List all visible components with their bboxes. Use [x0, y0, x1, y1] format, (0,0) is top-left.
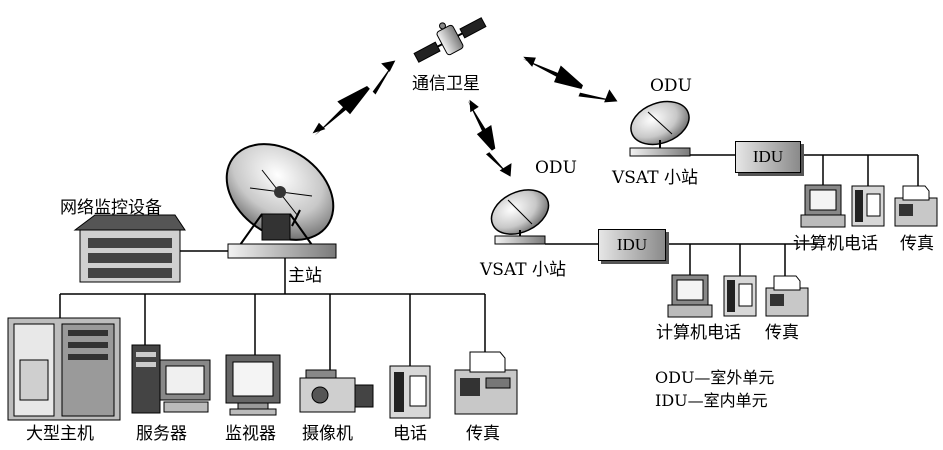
fax-icon: [454, 351, 518, 415]
satellite-icon: [413, 17, 487, 63]
vsat1-computer-icon: [800, 184, 846, 228]
network-monitor-label: 网络监控设备: [60, 198, 162, 218]
legend-odu: ODU—室外单元: [655, 368, 775, 387]
satellite-label: 通信卫星: [412, 74, 480, 94]
server-icon: [131, 344, 211, 414]
vsat-2-label: VSAT 小站: [480, 260, 567, 280]
odu-1-dish-icon: [629, 100, 691, 157]
mainframe-label: 大型主机: [26, 424, 94, 444]
idu-1-box: IDU: [735, 141, 801, 173]
odu-2-label: ODU: [535, 158, 577, 178]
camera-label: 摄像机: [302, 424, 353, 444]
monitor-icon: [225, 354, 281, 416]
vsat1-telephone-icon: [851, 185, 885, 227]
master-station-label: 主站: [288, 266, 322, 286]
wireless-link-odu1: [522, 56, 618, 103]
vsat2-fax-icon: [765, 275, 809, 317]
vsat2-computer-icon: [667, 274, 713, 318]
master-station-dish-icon: [225, 143, 337, 259]
server-label: 服务器: [136, 424, 187, 444]
monitor-label: 监视器: [225, 424, 276, 444]
telephone-label: 电话: [393, 424, 427, 444]
mainframe-icon: [7, 317, 121, 421]
odu-1-label: ODU: [650, 76, 692, 96]
vsat1-fax-icon: [894, 185, 938, 227]
idu-1-label: IDU: [752, 147, 784, 166]
vsat2-computer-phone-label: 计算机电话: [656, 323, 741, 343]
fax-label: 传真: [466, 424, 500, 444]
odu-2-dish-icon: [490, 189, 550, 245]
vsat1-computer-phone-label: 计算机电话: [793, 234, 878, 254]
vsat2-fax-label: 传真: [765, 323, 799, 343]
vsat1-fax-label: 传真: [900, 234, 934, 254]
legend-idu: IDU—室内单元: [655, 391, 768, 410]
wireless-links: [312, 56, 618, 177]
idu-2-box: IDU: [598, 229, 666, 261]
camera-icon: [299, 369, 374, 413]
vsat-1-label: VSAT 小站: [612, 168, 699, 188]
idu-2-label: IDU: [616, 235, 648, 254]
telephone-icon: [389, 365, 431, 419]
vsat2-telephone-icon: [723, 275, 757, 317]
wireless-link-odu2: [467, 99, 512, 177]
wireless-link-master: [312, 60, 396, 136]
network-monitor-device-icon: [73, 214, 186, 283]
wired-links: [59, 154, 919, 378]
